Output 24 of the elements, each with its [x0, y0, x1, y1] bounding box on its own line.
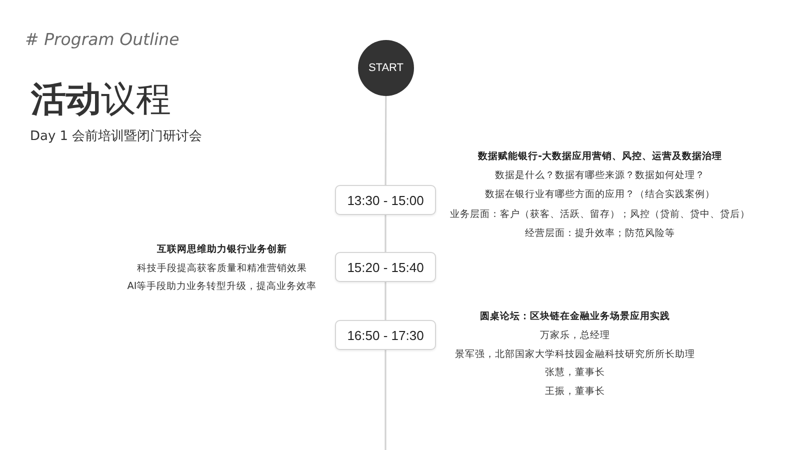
start-circle: START	[358, 40, 414, 96]
session-title: 互联网思维助力银行业务创新	[157, 244, 287, 256]
session-detail: 万家乐，总经理	[540, 330, 610, 342]
session-detail: 数据是什么？数据有哪些来源？数据如何处理？	[495, 170, 705, 182]
session-detail: 景军强，北部国家大学科技园金融科技研究所所长助理	[455, 348, 695, 361]
time-box: 13:30 - 15:00	[335, 185, 436, 215]
subtitle: Day 1 会前培训暨闭门研讨会	[30, 129, 202, 145]
timeline-line	[384, 350, 386, 450]
session-title: 数据赋能银行-大数据应用营销、风控、运营及数据治理	[478, 151, 722, 163]
session-detail: AI等手段助力业务转型升级，提高业务效率	[127, 281, 317, 293]
session-detail: 科技手段提高获客质量和精准营销效果	[137, 262, 307, 274]
session-detail: 王振，董事长	[545, 386, 605, 398]
timeline-line	[384, 96, 387, 185]
timeline-line	[384, 282, 386, 320]
session-title: 圆桌论坛：区块链在金融业务场景应用实践	[480, 311, 670, 323]
page-title: 活动议程	[31, 80, 171, 120]
session-detail: 业务层面：客户（获客、活跃、留存）；风控（贷前、贷中、贷后）	[450, 208, 750, 221]
time-box: 15:20 - 15:40	[335, 252, 436, 282]
session-detail: 数据在银行业有哪些方面的应用？（结合实践案例）	[485, 189, 715, 202]
session-detail: 张慧，董事长	[545, 367, 605, 380]
section-label: # Program Outline	[25, 30, 180, 49]
time-box: 16:50 - 17:30	[335, 320, 436, 350]
session-detail: 经营层面：提升效率；防范风险等	[525, 228, 675, 240]
timeline-line	[384, 215, 386, 252]
